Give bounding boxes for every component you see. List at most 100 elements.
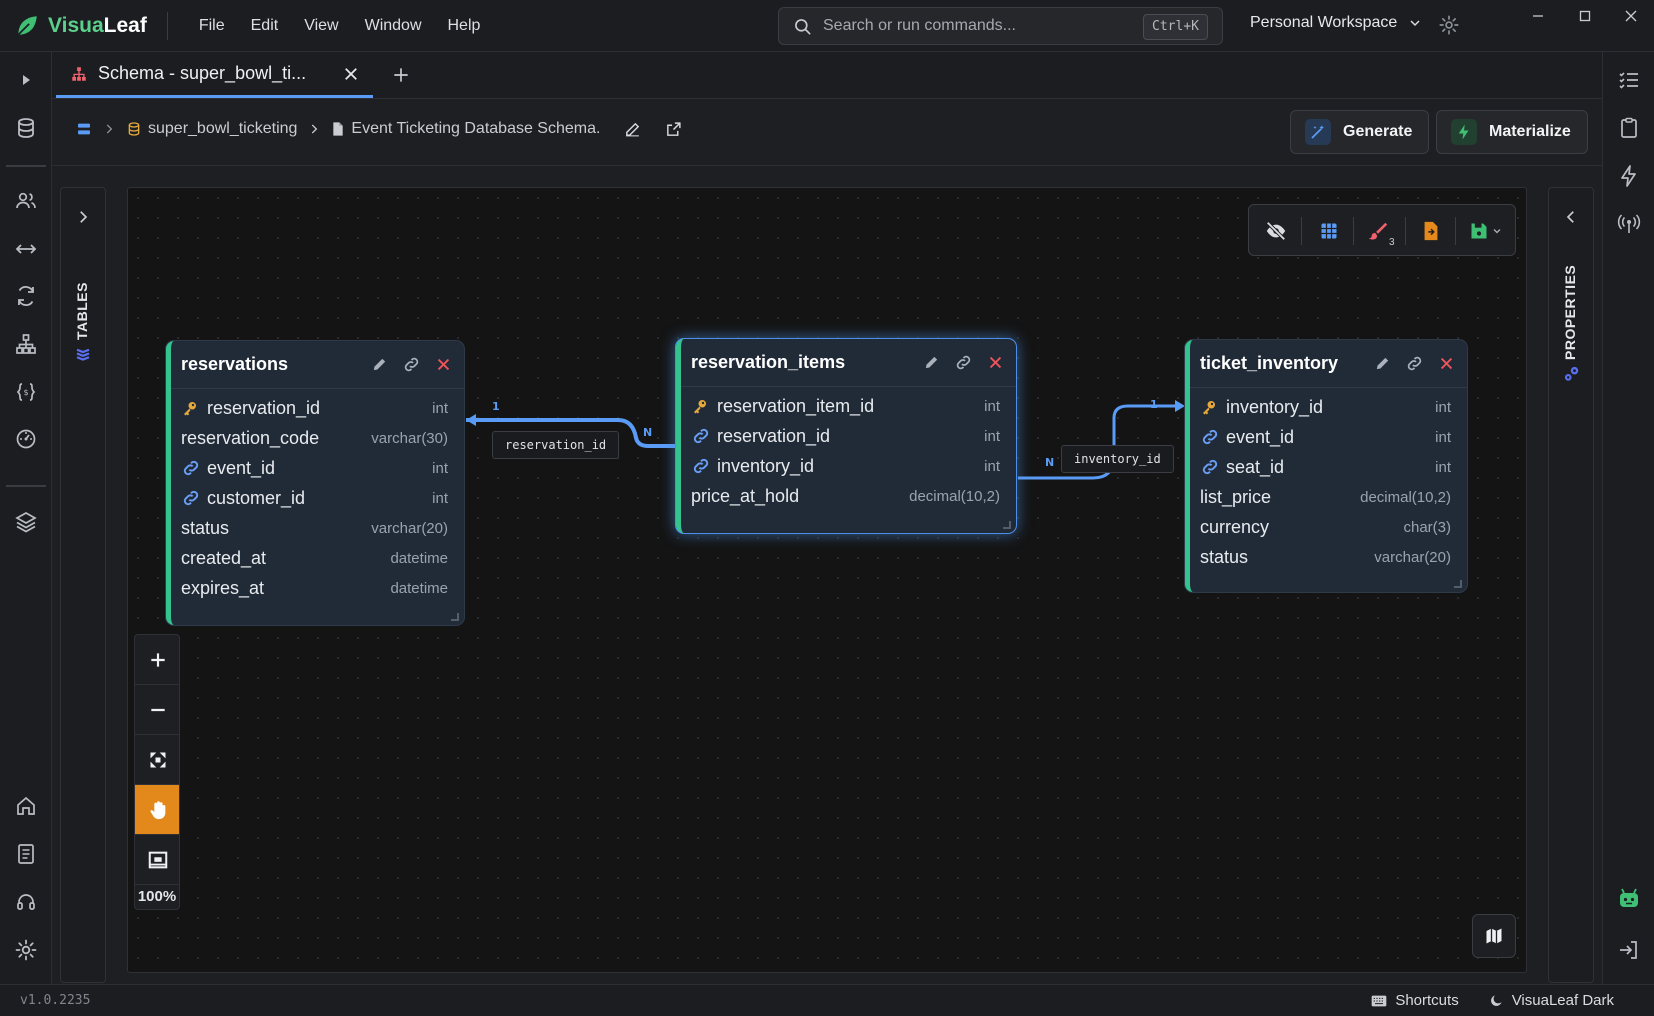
pencil-icon[interactable] bbox=[923, 354, 940, 371]
docs-button[interactable] bbox=[12, 840, 40, 868]
broadcast-button[interactable] bbox=[1615, 210, 1643, 238]
pan-tool-button[interactable] bbox=[135, 785, 179, 835]
clipboard-button[interactable] bbox=[1615, 114, 1643, 142]
fit-view-button[interactable] bbox=[135, 735, 179, 785]
table-header[interactable]: reservation_items bbox=[681, 339, 1016, 387]
users-button[interactable] bbox=[12, 187, 40, 215]
generate-button[interactable]: Generate bbox=[1290, 110, 1430, 154]
chevron-right-icon[interactable] bbox=[74, 208, 92, 226]
run-button[interactable] bbox=[12, 66, 40, 94]
chevron-left-icon[interactable] bbox=[1562, 208, 1580, 226]
shortcuts-button[interactable]: Shortcuts bbox=[1371, 992, 1459, 1009]
delete-icon[interactable] bbox=[435, 356, 452, 373]
search-input[interactable]: Search or run commands... bbox=[823, 17, 1016, 34]
close-window-icon[interactable] bbox=[1623, 8, 1639, 24]
table-header[interactable]: ticket_inventory bbox=[1190, 340, 1467, 388]
gear-icon[interactable] bbox=[1438, 14, 1460, 36]
zoom-in-button[interactable] bbox=[135, 635, 179, 685]
server-icon[interactable] bbox=[76, 121, 92, 137]
properties-panel[interactable]: PROPERTIES bbox=[1548, 187, 1594, 983]
assistant-button[interactable] bbox=[1615, 884, 1643, 912]
command-search[interactable]: Search or run commands... Ctrl+K bbox=[778, 7, 1223, 45]
database-icon bbox=[128, 122, 140, 136]
performance-button[interactable] bbox=[12, 425, 40, 453]
brush-icon[interactable] bbox=[1367, 220, 1389, 242]
grid-icon[interactable] bbox=[1319, 221, 1339, 241]
sync-button[interactable] bbox=[12, 282, 40, 310]
diagram-canvas[interactable]: 1 N 1 N reservation_id inventory_id rese… bbox=[127, 187, 1527, 973]
workspace-selector[interactable]: Personal Workspace bbox=[1250, 14, 1423, 32]
app-logo[interactable]: VisuaLeaf File Edit View Window Help bbox=[14, 12, 493, 40]
link-icon[interactable] bbox=[402, 355, 421, 374]
delete-icon[interactable] bbox=[1438, 355, 1455, 372]
maximize-icon[interactable] bbox=[1577, 8, 1593, 24]
frame-select-button[interactable] bbox=[135, 835, 179, 885]
save-icon[interactable] bbox=[1469, 221, 1489, 241]
tab-schema[interactable]: Schema - super_bowl_ti... bbox=[56, 52, 373, 98]
layers-icon bbox=[15, 512, 37, 533]
resize-handle[interactable] bbox=[1454, 580, 1462, 588]
support-button[interactable] bbox=[12, 888, 40, 916]
eye-off-icon[interactable] bbox=[1265, 220, 1287, 242]
menu-view[interactable]: View bbox=[304, 17, 339, 34]
edit-icon[interactable] bbox=[624, 121, 641, 138]
minimap-button[interactable] bbox=[1472, 914, 1516, 958]
breadcrumb-database[interactable]: super_bowl_ticketing bbox=[126, 120, 297, 138]
schema-button[interactable] bbox=[12, 330, 40, 358]
table-header[interactable]: reservations bbox=[171, 341, 464, 389]
theme-toggle[interactable]: VisuaLeaf Dark bbox=[1489, 992, 1614, 1009]
materialize-button[interactable]: Materialize bbox=[1436, 110, 1588, 154]
menu-edit[interactable]: Edit bbox=[250, 17, 279, 34]
home-button[interactable] bbox=[12, 792, 40, 820]
breadcrumb-document[interactable]: Event Ticketing Database Schema. bbox=[331, 120, 600, 138]
pencil-icon[interactable] bbox=[1374, 355, 1391, 372]
settings-button[interactable] bbox=[12, 936, 40, 964]
delete-icon[interactable] bbox=[987, 354, 1004, 371]
database-button[interactable] bbox=[12, 114, 40, 142]
menu-help[interactable]: Help bbox=[447, 17, 481, 34]
resize-handle[interactable] bbox=[1003, 521, 1011, 529]
pencil-icon[interactable] bbox=[371, 356, 388, 373]
external-link-icon[interactable] bbox=[665, 121, 682, 138]
new-tab-icon[interactable] bbox=[391, 65, 411, 85]
actions-button[interactable] bbox=[1615, 162, 1643, 190]
menu-file[interactable]: File bbox=[198, 17, 225, 34]
query-button[interactable]: $ bbox=[12, 378, 40, 406]
link-icon[interactable] bbox=[1405, 354, 1424, 373]
compare-button[interactable] bbox=[12, 235, 40, 263]
relation-label[interactable]: reservation_id bbox=[492, 431, 620, 459]
export-file-icon[interactable] bbox=[1421, 220, 1441, 242]
menu-window[interactable]: Window bbox=[364, 17, 422, 34]
checklist-button[interactable] bbox=[1615, 66, 1643, 94]
logout-button[interactable] bbox=[1615, 936, 1643, 964]
link-icon[interactable] bbox=[954, 353, 973, 372]
tables-panel[interactable]: TABLES bbox=[60, 187, 106, 983]
relation-label[interactable]: inventory_id bbox=[1061, 445, 1174, 473]
resize-handle[interactable] bbox=[451, 613, 459, 621]
layers-button[interactable] bbox=[12, 508, 40, 536]
chevron-down-icon[interactable] bbox=[1491, 225, 1503, 237]
close-tab-icon[interactable] bbox=[342, 65, 360, 83]
zoom-out-button[interactable] bbox=[135, 685, 179, 735]
minimize-icon[interactable] bbox=[1530, 8, 1546, 24]
